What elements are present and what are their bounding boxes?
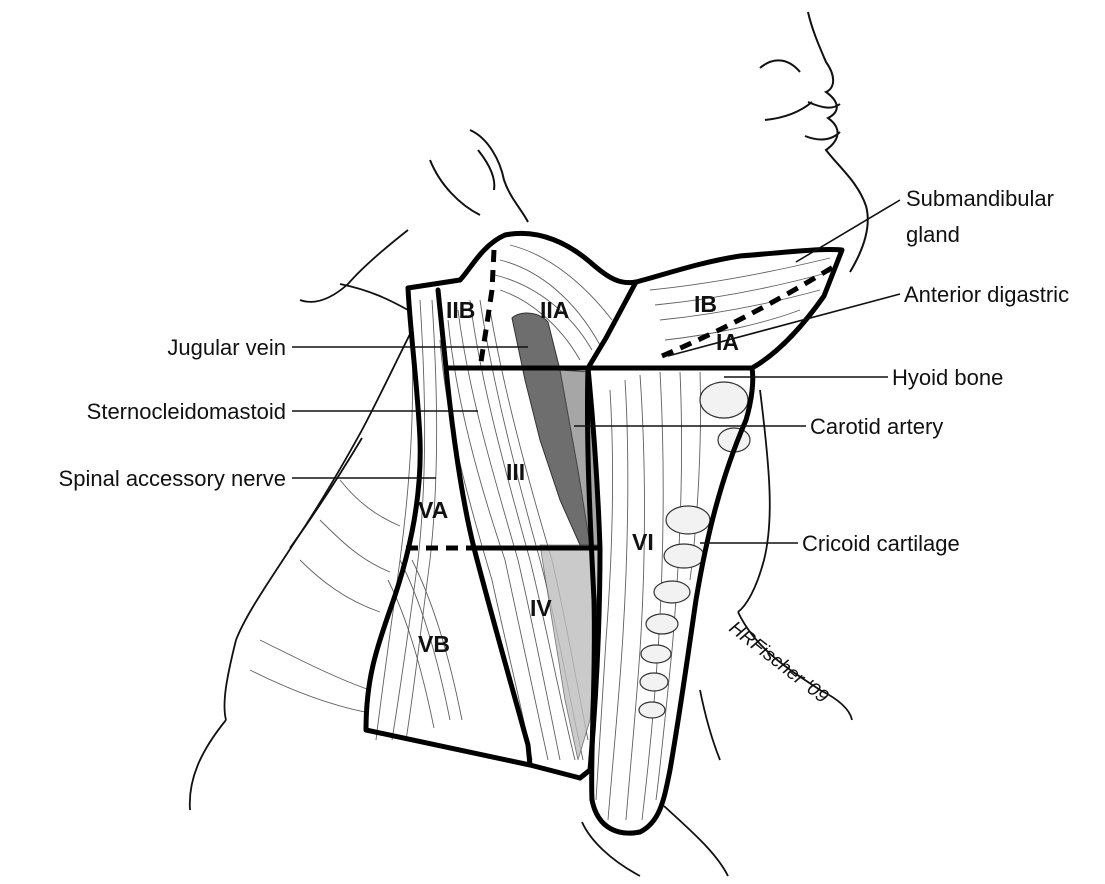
level-IIA-label: IIA [540, 297, 569, 323]
label-carotid-artery: Carotid artery [810, 414, 943, 439]
label-cricoid-cartilage: Cricoid cartilage [802, 531, 960, 556]
label-submandibular-line1: Submandibular [906, 186, 1054, 211]
leader-submandibular [796, 200, 900, 262]
face-outline [430, 12, 868, 272]
label-sternocleidomastoid: Sternocleidomastoid [87, 399, 286, 424]
level-IIB-label: IIB [446, 297, 475, 323]
boundary-iia-ib [588, 282, 636, 368]
level-boundaries [366, 233, 842, 833]
level-VI-label: VI [632, 529, 654, 555]
artist-signature: HRFischer '09 [725, 617, 833, 708]
level-VA-label: VA [418, 497, 448, 523]
level-VB-label: VB [418, 631, 450, 657]
dashed-boundaries [406, 250, 838, 548]
label-spinal-accessory-nerve: Spinal accessory nerve [59, 466, 286, 491]
trachea-rings [639, 382, 750, 718]
label-jugular-vein: Jugular vein [167, 335, 286, 360]
boundary-iib-left [438, 290, 446, 368]
dashed-iia-iib [480, 250, 494, 368]
level-IA-label: IA [716, 329, 739, 355]
label-anterior-digastric: Anterior digastric [904, 282, 1069, 307]
level-IV-label: IV [530, 595, 552, 621]
label-hyoid-bone: Hyoid bone [892, 365, 1003, 390]
label-submandibular-line2: gland [906, 222, 960, 247]
level-III-label: III [506, 459, 525, 485]
boundary-top [460, 233, 842, 368]
level-IB-label: IB [694, 291, 717, 317]
